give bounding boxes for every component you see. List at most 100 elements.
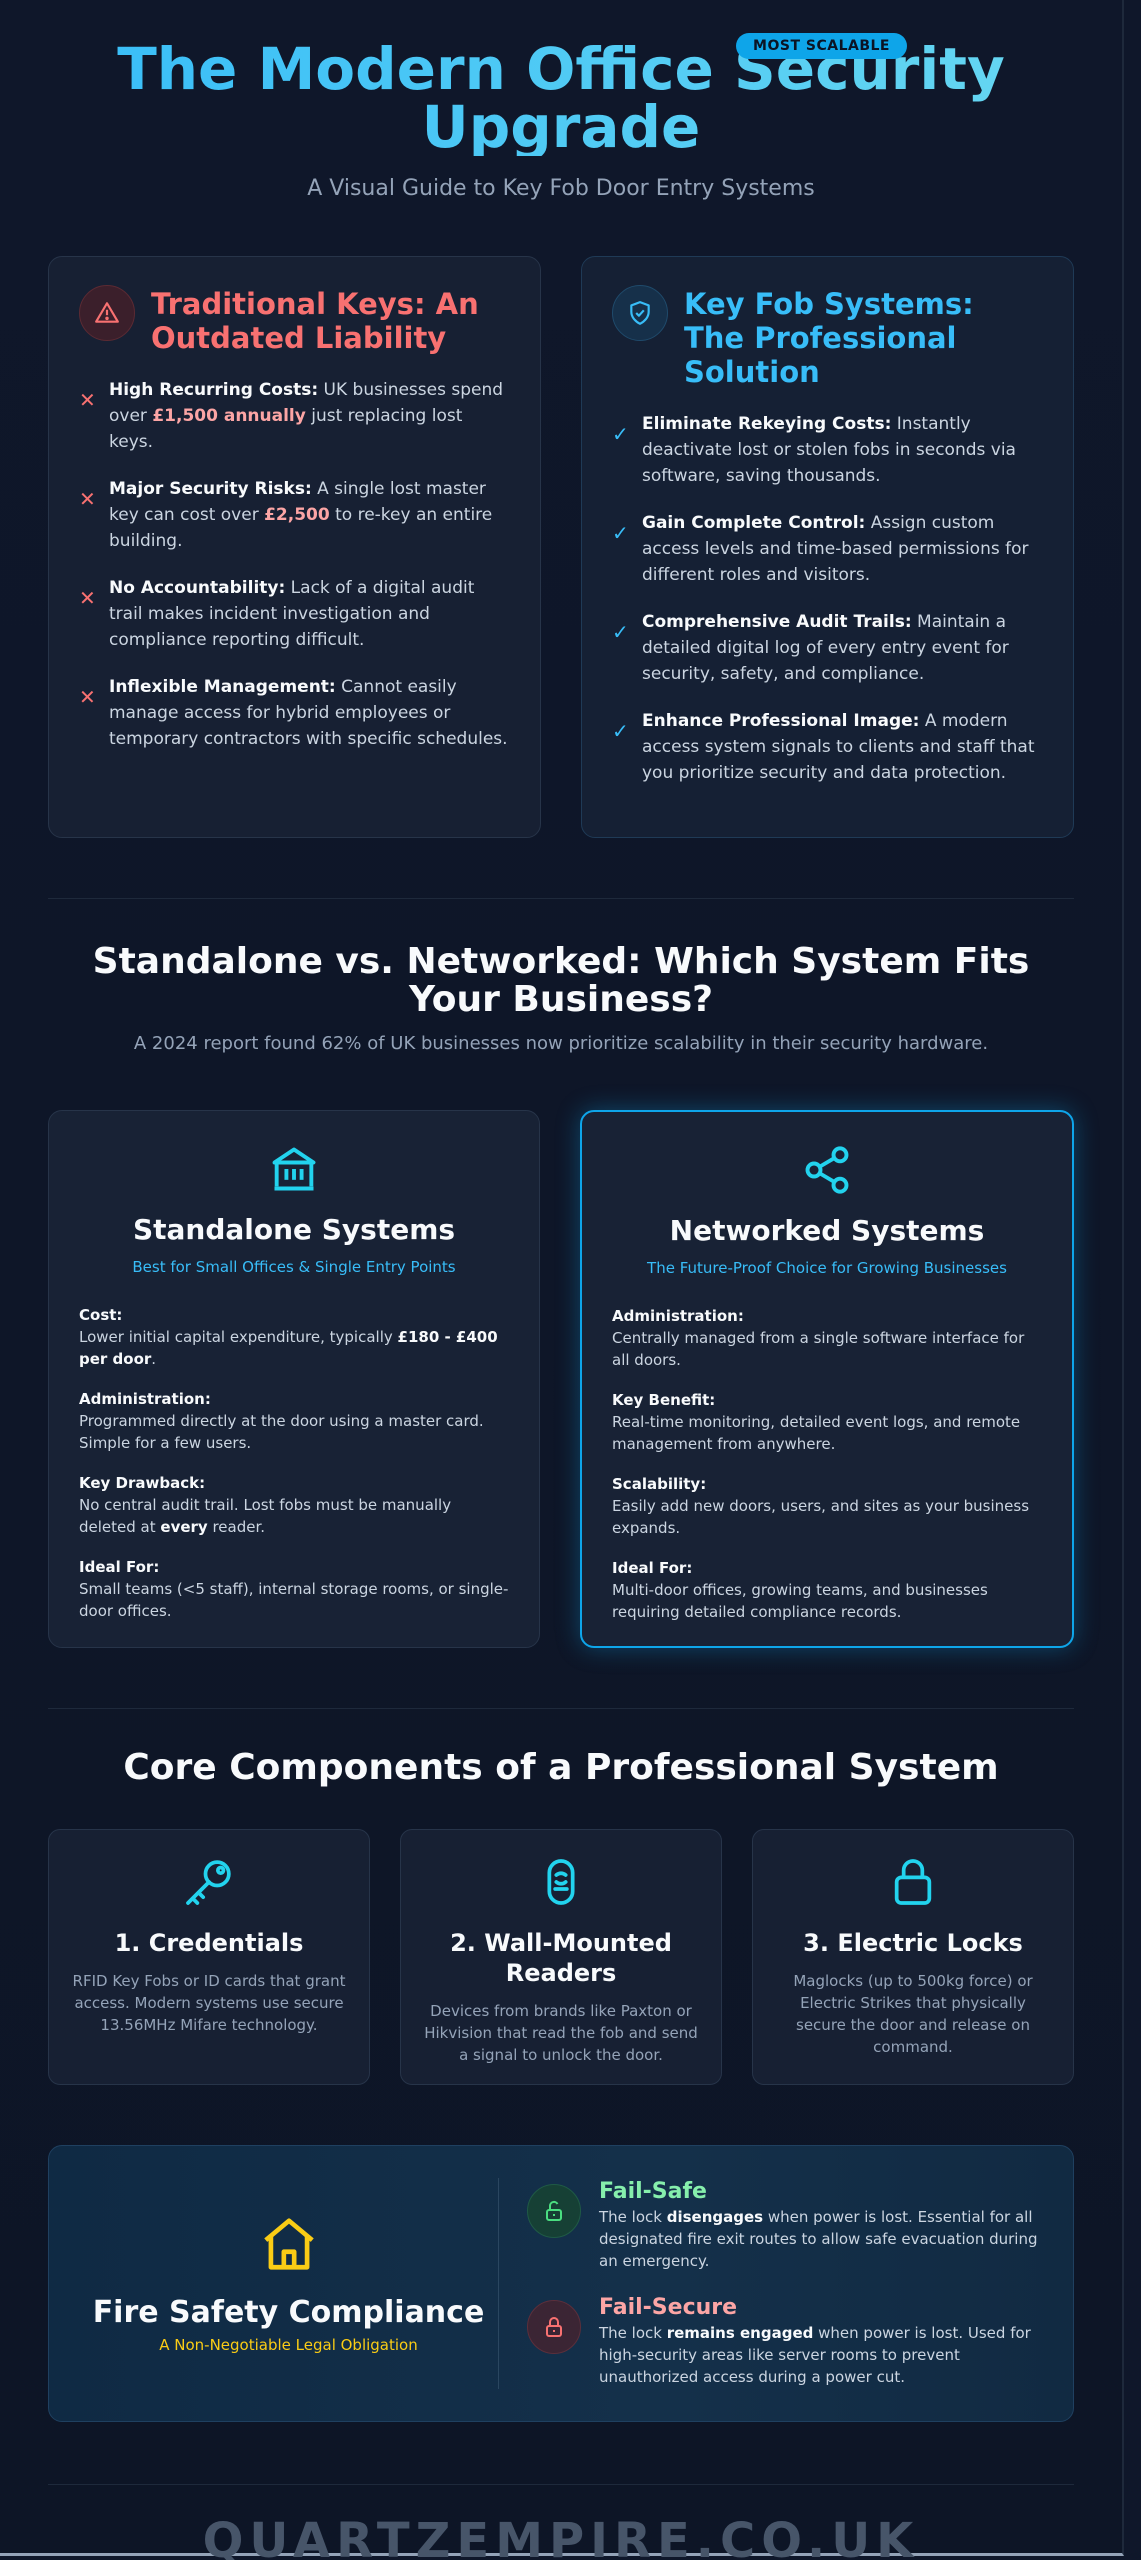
fail-secure-item: Fail-Secure The lock remains engaged whe…: [527, 2294, 1043, 2388]
bullet-label: No Accountability:: [109, 578, 286, 598]
bullet-text: Comprehensive Audit Trails: Maintain a d…: [642, 609, 1043, 687]
bullet-text: Eliminate Rekeying Costs: Instantly deac…: [642, 411, 1043, 489]
networked-subtitle: The Future-Proof Choice for Growing Busi…: [647, 1259, 1007, 1277]
fail-safe-content: Fail-Safe The lock disengages when power…: [599, 2178, 1043, 2272]
fire-safety-modes: Fail-Safe The lock disengages when power…: [499, 2178, 1043, 2389]
traditional-bullet: ✕ Major Security Risks: A single lost mas…: [79, 476, 510, 554]
fire-safety-panel: Fire Safety Compliance A Non-Negotiable …: [48, 2145, 1074, 2422]
warning-triangle-icon: [79, 285, 135, 341]
fail-secure-text-bold: remains engaged: [666, 2324, 814, 2342]
fire-safety-summary: Fire Safety Compliance A Non-Negotiable …: [79, 2178, 499, 2389]
x-mark-icon: ✕: [79, 685, 96, 709]
bullet-label: Comprehensive Audit Trails:: [642, 612, 912, 632]
bullet-body: Assign custom access levels and time-bas…: [642, 513, 1029, 585]
house-icon: [258, 2213, 320, 2279]
bullet-pre: Cannot easily manage access for hybrid e…: [109, 677, 508, 749]
feature-text-pre: No central audit trail. Lost fobs must b…: [79, 1496, 452, 1536]
fail-secure-text-pre: The lock: [599, 2324, 667, 2342]
page-subtitle: A Visual Guide to Key Fob Door Entry Sys…: [307, 176, 815, 201]
keys-vs-fobs-row: Traditional Keys: An Outdated Liability …: [48, 256, 1074, 838]
feature-label: Administration:: [612, 1307, 744, 1325]
feature-text-post: reader.: [207, 1518, 266, 1536]
component-card-readers: 2. Wall-Mounted Readers Devices from bra…: [400, 1829, 722, 2085]
x-mark-icon: ✕: [79, 586, 96, 610]
fail-safe-text-pre: The lock: [599, 2208, 667, 2226]
fail-secure-text: The lock remains engaged when power is l…: [599, 2322, 1043, 2388]
bullet-label: Major Security Risks:: [109, 479, 312, 499]
key-fob-bullet: ✓ Enhance Professional Image: A modern ac…: [612, 708, 1043, 786]
standalone-feature: Administration: Programmed directly at th…: [79, 1388, 509, 1454]
component-title: 1. Credentials: [114, 1929, 304, 1957]
feature-text: Programmed directly at the door using a …: [79, 1410, 509, 1454]
feature-text-pre: Lower initial capital expenditure, typic…: [79, 1328, 398, 1346]
standalone-feature: Key Drawback:No central audit trail. Los…: [79, 1472, 509, 1538]
standalone-feature: Cost:Lower initial capital expenditure, …: [79, 1304, 509, 1370]
bullet-text: Gain Complete Control: Assign custom acc…: [642, 510, 1043, 588]
components-title: Core Components of a Professional System: [123, 1747, 999, 1788]
comparison-subtitle: A 2024 report found 62% of UK businesses…: [133, 1033, 989, 1054]
networked-title: Networked Systems: [669, 1214, 985, 1247]
checkmark-icon: ✓: [612, 620, 629, 644]
key-fob-title: Key Fob Systems: The Professional Soluti…: [684, 287, 974, 389]
feature-text: Small teams (<5 staff), internal storage…: [79, 1578, 509, 1622]
section-divider-2: [48, 1708, 1074, 1709]
bullet-pre: Lack of a digital audit trail makes inci…: [109, 578, 475, 650]
fail-secure-text-post: when power is lost. Used for high-securi…: [599, 2324, 1031, 2386]
bullet-body: A modern access system signals to client…: [642, 711, 1035, 783]
bullet-post: just replacing lost keys.: [109, 406, 463, 452]
traditional-keys-card: Traditional Keys: An Outdated Liability …: [48, 256, 541, 838]
lock-icon: [775, 1854, 1051, 1910]
component-title: 3. Electric Locks: [803, 1929, 1023, 1957]
shield-check-icon: [612, 285, 668, 341]
traditional-keys-title: Traditional Keys: An Outdated Liability: [151, 287, 479, 355]
component-card-locks: 3. Electric Locks Maglocks (up to 500kg …: [752, 1829, 1074, 2085]
feature-text: Easily add new doors, users, and sites a…: [612, 1497, 1030, 1537]
unlocked-icon: [527, 2184, 581, 2238]
fail-safe-title: Fail-Safe: [599, 2179, 707, 2204]
feature-label: Scalability:: [612, 1475, 707, 1493]
fail-secure-content: Fail-Secure The lock remains engaged whe…: [599, 2294, 1043, 2388]
checkmark-icon: ✓: [612, 719, 629, 743]
locked-icon: [527, 2300, 581, 2354]
component-text: RFID Key Fobs or ID cards that grant acc…: [72, 1972, 346, 2034]
key-fob-bullet: ✓ Comprehensive Audit Trails: Maintain a …: [612, 609, 1043, 687]
networked-card: Networked Systems The Future-Proof Choic…: [580, 1110, 1074, 1648]
comparison-title: Standalone vs. Networked: Which System F…: [92, 941, 1030, 1020]
infographic: MOST SCALABLE The Modern Office Security…: [48, 0, 1074, 2560]
feature-label: Administration:: [79, 1390, 211, 1408]
key-icon: [71, 1854, 347, 1910]
bullet-pre: A single lost master key can cost over: [109, 479, 486, 525]
fail-safe-text-bold: disengages: [666, 2208, 764, 2226]
feature-label: Ideal For:: [79, 1558, 160, 1576]
standalone-features: Cost:Lower initial capital expenditure, …: [79, 1304, 509, 1622]
standalone-feature: Ideal For: Small teams (<5 staff), intern…: [79, 1556, 509, 1622]
x-mark-icon: ✕: [79, 388, 96, 412]
bank-building-icon: [79, 1143, 509, 1195]
component-title: 2. Wall-Mounted Readers: [450, 1929, 672, 1987]
fire-safety-title: Fire Safety Compliance: [92, 2295, 485, 2330]
share-nodes-icon: [612, 1144, 1042, 1196]
bullet-highlight: £2,500: [264, 505, 330, 525]
feature-text: Centrally managed from a single software…: [612, 1329, 1025, 1369]
keyfob-card-head: Key Fob Systems: The Professional Soluti…: [612, 285, 1043, 389]
feature-text-pre: Programmed directly at the door using a …: [79, 1412, 484, 1452]
feature-text: Multi-door offices, growing teams, and b…: [612, 1581, 988, 1621]
bullet-label: High Recurring Costs:: [109, 380, 319, 400]
bullet-text: High Recurring Costs: UK businesses spen…: [109, 377, 510, 455]
bullet-highlight: £1,500 annually: [152, 406, 306, 426]
bullet-label: Eliminate Rekeying Costs:: [642, 414, 892, 434]
bullet-label: Gain Complete Control:: [642, 513, 866, 533]
bullet-text: Enhance Professional Image: A modern acc…: [642, 708, 1043, 786]
fire-safety-subtitle: A Non-Negotiable Legal Obligation: [159, 2336, 418, 2354]
networked-feature: Administration: Centrally managed from a …: [612, 1305, 1042, 1371]
key-fob-bullet: ✓Eliminate Rekeying Costs: Instantly dea…: [612, 411, 1043, 489]
checkmark-icon: ✓: [612, 521, 629, 545]
bullet-body: Instantly deactivate lost or stolen fobs…: [642, 414, 1016, 486]
networked-feature: Scalability: Easily add new doors, users,…: [612, 1473, 1042, 1539]
systems-row: Standalone Systems Best for Small Office…: [48, 1110, 1074, 1648]
page-title: The Modern Office Security Upgrade: [48, 40, 1074, 156]
feature-text: Lower initial capital expenditure, typic…: [79, 1326, 509, 1370]
standalone-card: Standalone Systems Best for Small Office…: [48, 1110, 540, 1648]
x-mark-icon: ✕: [79, 487, 96, 511]
bullet-post: to re-key an entire building.: [109, 505, 493, 551]
